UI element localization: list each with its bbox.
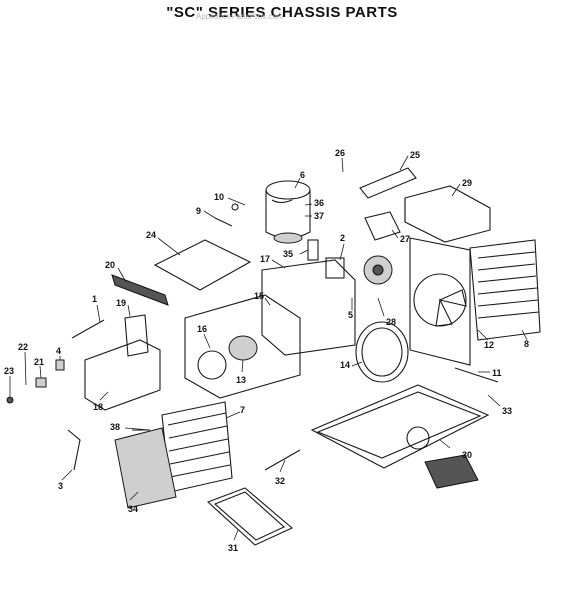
orifice-ring-part-14 (355, 321, 409, 383)
callout-1: 1 (92, 294, 101, 323)
fan-motor-part-2 (325, 255, 393, 285)
svg-text:2: 2 (340, 233, 345, 243)
callout-24: 24 (146, 230, 181, 256)
svg-text:38: 38 (110, 422, 120, 432)
callout-25: 25 (399, 150, 420, 171)
svg-text:1: 1 (92, 294, 97, 304)
svg-text:23: 23 (4, 366, 14, 376)
svg-text:4: 4 (56, 346, 61, 356)
small-parts (6, 203, 239, 471)
evaporator-housing-part-15-16-17 (184, 259, 356, 399)
svg-text:35: 35 (283, 249, 293, 259)
svg-text:27: 27 (400, 234, 410, 244)
callout-22: 22 (18, 342, 28, 386)
svg-text:19: 19 (116, 298, 126, 308)
svg-text:12: 12 (484, 340, 494, 350)
svg-text:36: 36 (314, 198, 324, 208)
svg-text:16: 16 (197, 324, 207, 334)
svg-text:3: 3 (58, 481, 63, 491)
svg-text:20: 20 (105, 260, 115, 270)
callout-16: 16 (197, 324, 211, 349)
callout-30: 30 (439, 439, 472, 460)
callout-2: 2 (339, 233, 345, 261)
callout-26: 26 (335, 148, 345, 173)
callout-27: 27 (391, 229, 410, 244)
svg-text:13: 13 (236, 375, 246, 385)
svg-text:22: 22 (18, 342, 28, 352)
callout-28: 28 (377, 297, 396, 327)
callout-17: 17 (260, 254, 286, 269)
callout-31: 31 (228, 529, 239, 553)
callout-34: 34 (128, 491, 139, 514)
svg-text:15: 15 (254, 291, 264, 301)
callout-8: 8 (521, 329, 529, 349)
svg-text:18: 18 (93, 402, 103, 412)
callout-36: 36 (304, 198, 324, 208)
callout-35: 35 (283, 249, 309, 259)
top-cover-part-24 (153, 239, 252, 291)
callout-6: 6 (294, 170, 305, 189)
bracket-part-25 (359, 167, 417, 199)
callout-10: 10 (214, 192, 246, 206)
svg-text:28: 28 (386, 317, 396, 327)
diagram-title: "SC" SERIES CHASSIS PARTS (166, 4, 398, 21)
callout-15: 15 (254, 291, 271, 306)
svg-text:29: 29 (462, 178, 472, 188)
rod-part-32 (264, 449, 301, 471)
callout-14: 14 (340, 360, 363, 370)
callout-7: 7 (225, 405, 245, 419)
air-filter-part-34 (114, 427, 177, 509)
svg-text:37: 37 (314, 211, 324, 221)
callout-21: 21 (34, 357, 44, 379)
svg-text:8: 8 (524, 339, 529, 349)
callout-19: 19 (116, 298, 131, 317)
svg-text:31: 31 (228, 543, 238, 553)
callout-12: 12 (477, 329, 494, 350)
callout-38: 38 (110, 422, 151, 432)
svg-text:30: 30 (462, 450, 472, 460)
svg-text:9: 9 (196, 206, 201, 216)
svg-text:26: 26 (335, 148, 345, 158)
callout-32: 32 (275, 459, 286, 486)
svg-text:6: 6 (300, 170, 305, 180)
drain-pan-part-31 (206, 487, 294, 546)
callout-29: 29 (451, 178, 472, 197)
svg-text:34: 34 (128, 504, 138, 514)
svg-text:25: 25 (410, 150, 420, 160)
callout-5: 5 (348, 298, 353, 320)
control-box-part-18-19 (84, 314, 161, 411)
svg-text:10: 10 (214, 192, 224, 202)
callout-33: 33 (487, 394, 512, 416)
callout-11: 11 (478, 368, 502, 378)
callout-4: 4 (56, 346, 61, 360)
callout-3: 3 (58, 469, 73, 491)
compressor (265, 180, 311, 244)
watermark: AppliancePartsPros.com (196, 12, 284, 21)
callout-20: 20 (105, 260, 127, 283)
svg-text:32: 32 (275, 476, 285, 486)
base-pan-part-30 (310, 384, 490, 469)
callout-37: 37 (305, 211, 324, 221)
callout-9: 9 (196, 206, 216, 219)
rail-part-11 (454, 367, 499, 383)
grille-part-33 (424, 454, 479, 489)
fan-shroud-part-12 (409, 237, 471, 366)
bracket-part-27 (364, 211, 401, 241)
panel-part-29 (404, 185, 491, 243)
callout-13: 13 (236, 359, 246, 385)
svg-text:21: 21 (34, 357, 44, 367)
callout-18: 18 (93, 391, 109, 412)
svg-text:17: 17 (260, 254, 270, 264)
svg-text:33: 33 (502, 406, 512, 416)
svg-text:7: 7 (240, 405, 245, 415)
callout-23: 23 (4, 366, 14, 396)
condenser-coil-part-8 (469, 239, 541, 341)
filter-part-20 (111, 274, 169, 306)
svg-text:11: 11 (492, 368, 502, 378)
svg-text:5: 5 (348, 310, 353, 320)
svg-text:24: 24 (146, 230, 156, 240)
svg-text:14: 14 (340, 360, 350, 370)
